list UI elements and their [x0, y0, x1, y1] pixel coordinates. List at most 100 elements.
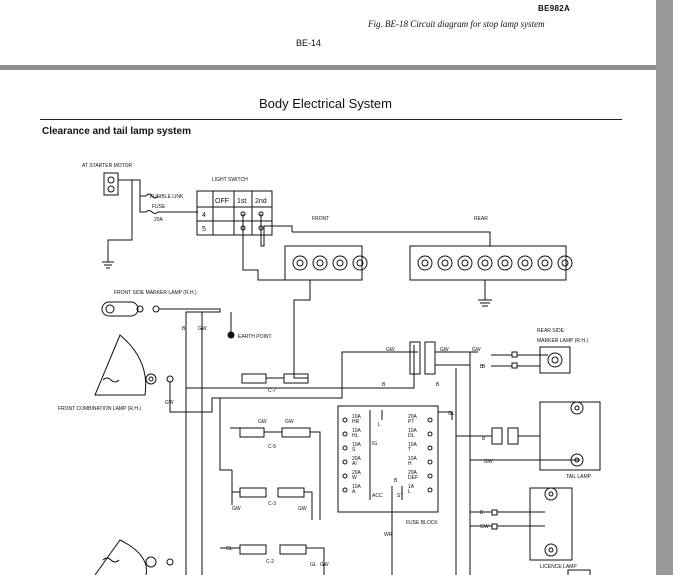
- bulb-icon: [457, 255, 473, 271]
- page-scrollbar-gutter[interactable]: [656, 0, 673, 575]
- front-combination-lamp: [94, 334, 147, 396]
- connector-tail-right: [507, 427, 519, 445]
- fuse-label: 1A: [408, 484, 415, 490]
- bulb-icon: [312, 255, 328, 271]
- fuse-mark: ST: [397, 493, 403, 499]
- label-licence-lamp: LICENCE LAMP: [540, 564, 577, 570]
- fuse-terminal: [342, 445, 348, 451]
- wire-code: GW: [232, 506, 241, 512]
- bulb-filament: [296, 259, 304, 267]
- fuse-label: H: [408, 461, 412, 467]
- bulb-icon: [477, 255, 493, 271]
- figure-caption: Fig. BE-18 Circuit diagram for stop lamp…: [368, 19, 545, 29]
- bulb-filament: [501, 259, 509, 267]
- ground-icon: [102, 261, 114, 269]
- wire-code: GW: [484, 459, 493, 465]
- bulb-filament: [481, 259, 489, 267]
- connector-center-left: [409, 341, 421, 375]
- wire-code: GW: [440, 347, 449, 353]
- fuse-label: AI: [352, 461, 357, 467]
- bulb-filament: [561, 259, 569, 267]
- starter-terminal-icon: [107, 185, 115, 193]
- label-light-switch: LIGHT SWITCH: [212, 177, 248, 183]
- fuse-label: PT: [408, 419, 414, 425]
- fuse-label: 20A: [352, 470, 362, 476]
- licence-lamp-connector: [567, 569, 591, 575]
- fuse-terminal: [427, 487, 433, 493]
- fuse-label: HL: [352, 433, 359, 439]
- label-rear-side-marker-2: MARKER LAMP (R.H.): [537, 338, 588, 344]
- connector-c5-male: [239, 427, 265, 438]
- wire-code: GL: [310, 562, 317, 568]
- fuse-terminal: [427, 417, 433, 423]
- switch-header-2nd: 2nd: [255, 198, 267, 205]
- label-fusible-link: FUSIBLE LINK: [150, 194, 184, 200]
- fuse-label: A: [352, 489, 356, 495]
- label-tail-lamp: TAIL LAMP: [566, 474, 592, 480]
- wire-code: B: [480, 364, 484, 370]
- wire-code: B: [482, 436, 486, 442]
- fuse-label: L: [408, 489, 411, 495]
- bulb-icon: [497, 255, 513, 271]
- fuse-label: W: [352, 475, 357, 481]
- label-fuse: FUSE: [152, 204, 166, 210]
- fuse-terminal: [342, 473, 348, 479]
- fuse-mark: L: [378, 422, 381, 428]
- fuse-label: 20A: [408, 470, 418, 476]
- wire-code: B: [182, 326, 186, 332]
- bulb-filament: [336, 259, 344, 267]
- fuse-mark: ACC: [372, 493, 383, 499]
- tail-lamp-housing: [539, 401, 601, 471]
- fuse-label: DL: [408, 433, 415, 439]
- bulb-icon: [417, 255, 433, 271]
- bulb-filament: [441, 259, 449, 267]
- fuse-label: 10A: [352, 428, 362, 434]
- wire-code: GW: [386, 347, 395, 353]
- section-heading: Clearance and tail lamp system: [42, 126, 191, 137]
- label-front-combination: FRONT COMBINATION LAMP (R.H.): [58, 406, 141, 412]
- page-title: Body Electrical System: [259, 96, 392, 111]
- label-fuse-rating: 20A: [154, 217, 164, 223]
- wire-code: GW: [285, 419, 294, 425]
- wire-code: GW: [258, 419, 267, 425]
- bulb-icon: [332, 255, 348, 271]
- fuse-label: DEF: [408, 475, 418, 481]
- label-c7: C-7: [268, 388, 276, 394]
- label-starter-motor: AT STARTER MOTOR: [82, 163, 132, 169]
- fusible-link-icon: [145, 193, 159, 199]
- ground-icon: [478, 280, 492, 307]
- wire-code: GW: [320, 562, 329, 568]
- label-rear: REAR: [474, 216, 488, 222]
- wire-code: GW: [472, 347, 481, 353]
- wiring-diagram: AT STARTER MOTOR FUSIBLE LINK FUSE 20A L…: [58, 163, 601, 575]
- rear-side-marker-lamp: [539, 346, 571, 374]
- lower-lamp-fragment: [94, 539, 147, 575]
- fuse-terminal: [427, 459, 433, 465]
- bulb-filament: [421, 259, 429, 267]
- bulb-icon: [537, 255, 553, 271]
- connector-c3-female: [277, 487, 305, 498]
- fuse-label: HR: [352, 419, 360, 425]
- page-separator: [0, 65, 656, 70]
- fuse-block: [337, 405, 439, 513]
- wire-code: B: [482, 364, 486, 370]
- fuse-terminal: [342, 431, 348, 437]
- starter-motor-terminal: [103, 172, 119, 196]
- bulb-icon: [517, 255, 533, 271]
- connector-tail-left: [491, 427, 503, 445]
- bulb-filament: [461, 259, 469, 267]
- rear-bulbs: [417, 255, 573, 271]
- fuse-terminal: [427, 445, 433, 451]
- fuse-terminal: [342, 417, 348, 423]
- label-c2: C-2: [266, 559, 274, 565]
- label-front: FRONT: [312, 216, 329, 222]
- connector-center-right: [424, 341, 436, 375]
- starter-terminal-icon: [107, 176, 115, 184]
- label-earth-point: EARTH POINT: [238, 334, 272, 340]
- fuse-label: T: [408, 447, 411, 453]
- front-lamp-group: [284, 245, 363, 281]
- fuse-label: 20A: [408, 414, 418, 420]
- label-c3: C-3: [268, 501, 276, 507]
